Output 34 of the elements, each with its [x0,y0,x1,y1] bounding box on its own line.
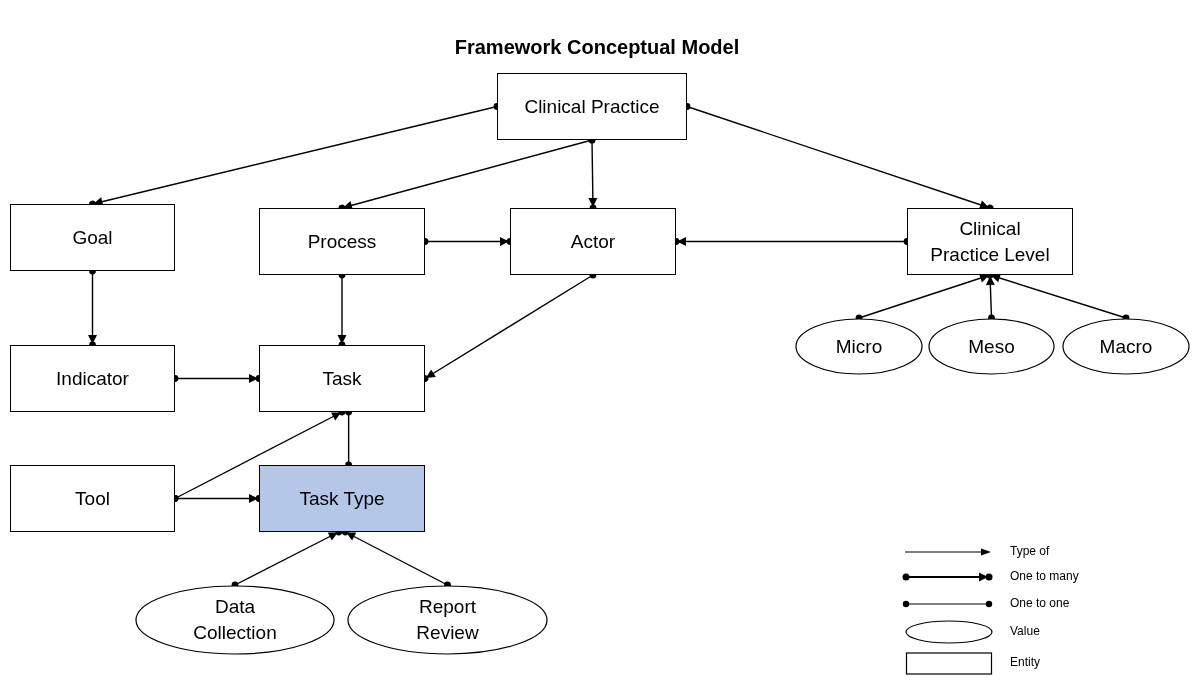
entity-box [259,465,425,532]
value-ellipse [795,318,923,375]
node-label: Process [306,229,378,254]
diagram-title: Framework Conceptual Model [453,35,741,60]
node-label: Clinical Practice Level [929,216,1051,267]
legend-text: Type of [1010,544,1050,558]
node-label: Indicator [55,366,130,391]
value-ellipse [1062,318,1190,375]
node-label: Task Type [298,486,386,511]
legend-text: One to one [1010,596,1070,610]
node-label: Task [321,366,363,391]
node-label: Tool [74,486,111,511]
value-ellipse [928,318,1055,375]
legend-text: Value [1010,624,1040,638]
node-label: Data Collection [192,595,278,645]
node-label: Meso [967,334,1016,359]
node-label: Micro [834,334,884,359]
node-label: Actor [569,229,617,254]
entity-box [907,208,1073,275]
value-ellipse [347,585,548,655]
legend-text: One to many [1010,569,1079,583]
entity-box [10,345,175,412]
entity-box [10,465,175,532]
node-label: Goal [71,225,114,250]
value-ellipse [135,585,335,655]
entity-box [10,204,175,271]
node-label: Report Review [415,595,480,645]
node-label: Clinical Practice [523,94,661,119]
entity-box [510,208,676,275]
entity-box [259,208,425,275]
entity-box [259,345,425,412]
node-label: Macro [1098,334,1154,359]
legend-text: Entity [1010,655,1040,669]
entity-box [497,73,687,140]
